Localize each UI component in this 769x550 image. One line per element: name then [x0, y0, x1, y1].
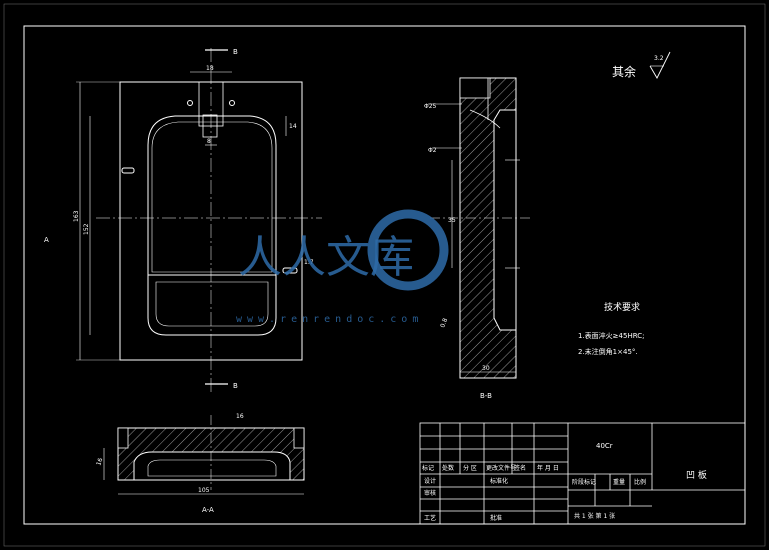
- header-count: 处数: [442, 464, 454, 472]
- dim-bb-width: 30: [482, 365, 490, 372]
- section-label-top-b: B: [233, 48, 238, 56]
- role-design: 设计: [424, 477, 436, 485]
- cavity-outline: [147, 115, 277, 276]
- section-bb-title: B-B: [480, 392, 492, 400]
- cavity-inner: [151, 121, 273, 273]
- lower-pocket: [147, 274, 277, 336]
- dim-bb-angle: 0.8: [439, 317, 449, 329]
- surface-finish-value: 3.2: [654, 55, 664, 62]
- section-label-left-a: A: [44, 236, 49, 244]
- watermark: [367, 209, 449, 291]
- dim-8: 8: [207, 138, 211, 145]
- stage-mark: 阶段标记: [572, 478, 596, 486]
- tech-requirements-title: 技术要求: [604, 301, 640, 313]
- dim-height-163: 163: [73, 210, 80, 222]
- section-aa-title: A-A: [202, 506, 214, 514]
- dim-bb-phi-mid: Φ2: [428, 147, 437, 154]
- sheet-count: 共 1 张 第 1 张: [574, 512, 615, 520]
- dim-bb-phi-top: Φ25: [424, 103, 437, 110]
- material: 40Cr: [596, 442, 613, 450]
- dim-top-width: 18: [206, 65, 214, 72]
- aa-cavity: [133, 451, 291, 481]
- header-date: 年 月 日: [537, 464, 559, 472]
- watermark-logo-icon: [367, 209, 449, 291]
- main-view: [76, 48, 322, 392]
- role-standardization: 标准化: [490, 477, 508, 485]
- dim-bb-depth: 35: [448, 217, 456, 224]
- role-approve: 批准: [490, 514, 502, 522]
- role-process: 工艺: [424, 514, 436, 522]
- side-slot: [121, 167, 135, 174]
- gate-channel: [202, 114, 218, 138]
- watermark-url: www.renrendoc.com: [236, 314, 423, 325]
- tech-requirement-1: 1.表面淬火≥45HRC;: [578, 331, 644, 340]
- dim-height-152: 152: [83, 223, 90, 235]
- pin-hole-left: [187, 100, 193, 106]
- dim-14: 14: [289, 123, 297, 130]
- section-label-bottom-b: B: [233, 382, 238, 390]
- surface-finish-prefix: 其余: [612, 64, 636, 79]
- surface-finish-icon: [649, 51, 671, 79]
- title-block: [419, 422, 746, 525]
- dim-aa-width: 105: [198, 487, 210, 494]
- outer-frame: [3, 3, 766, 547]
- dim-aa-left: 16: [95, 457, 104, 467]
- part-name: 凹 板: [686, 469, 707, 481]
- weight: 重量: [613, 478, 625, 486]
- drawing-frame: [23, 25, 746, 525]
- tech-requirement-2: 2.未注倒角1×45°.: [578, 347, 638, 356]
- header-zone: 分 区: [463, 464, 477, 472]
- header-change-doc: 更改文件号: [486, 464, 516, 472]
- pin-hole-right: [229, 100, 235, 106]
- header-mark: 标记: [422, 464, 434, 472]
- header-sign: 签名: [514, 464, 526, 472]
- lower-pocket-inner: [155, 281, 269, 327]
- watermark-text: 人人文库: [238, 232, 414, 283]
- scale: 比例: [634, 478, 646, 486]
- dim-aa-depth: 16: [236, 413, 244, 420]
- section-bb: [428, 77, 530, 379]
- side-slot-right: [282, 267, 298, 274]
- role-review: 审核: [424, 489, 436, 497]
- bb-cavity: [493, 109, 517, 331]
- section-aa: [103, 415, 305, 495]
- dim-radius: 1.7: [304, 259, 314, 266]
